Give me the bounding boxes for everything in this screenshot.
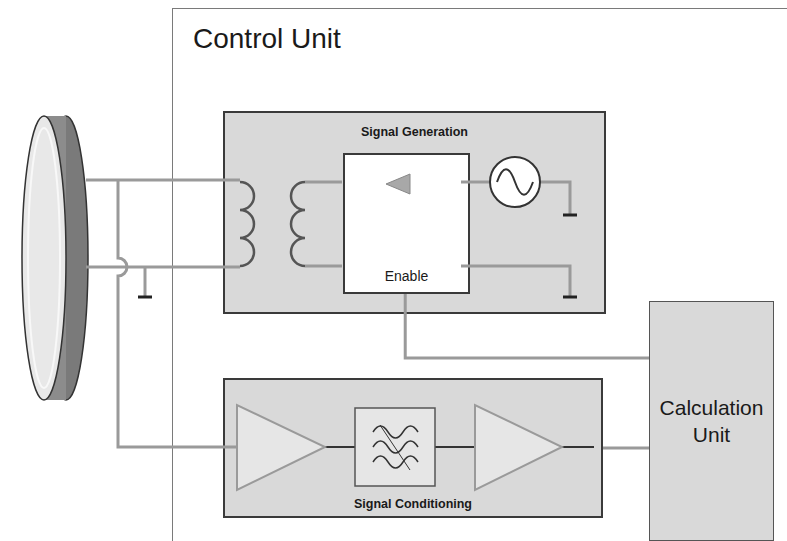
enable-box: Enable xyxy=(343,153,470,294)
filter-symbol xyxy=(355,408,435,486)
signal-generation-box: Signal GenerationEnable xyxy=(223,111,606,314)
box-label: Signal Conditioning xyxy=(225,497,601,511)
wire xyxy=(172,179,240,182)
wire xyxy=(305,265,342,268)
ground-symbol xyxy=(563,296,577,299)
wire xyxy=(172,446,237,449)
unit-title: Control Unit xyxy=(193,23,341,55)
signal-wire xyxy=(603,447,649,450)
wire xyxy=(172,266,240,269)
transducer-disc xyxy=(22,116,88,400)
transducer-wires xyxy=(86,180,175,447)
wire xyxy=(305,181,342,184)
calculation-unit-box: Calculation Unit xyxy=(649,301,774,541)
box-label: Signal Generation xyxy=(225,125,604,139)
box-label: Calculation Unit xyxy=(654,394,769,449)
ground-symbol xyxy=(563,214,577,217)
wire xyxy=(461,181,490,184)
filter-waves xyxy=(373,425,418,470)
sine-source xyxy=(490,157,540,207)
box-label: Enable xyxy=(345,268,468,284)
sine-wave xyxy=(497,169,533,195)
